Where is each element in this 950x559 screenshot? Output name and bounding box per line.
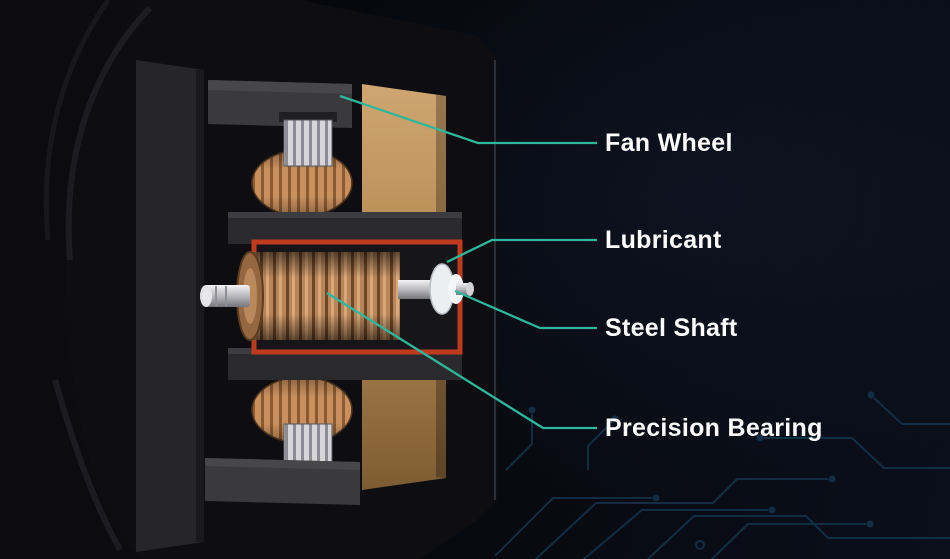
label-fan-wheel: Fan Wheel [605,129,733,157]
frame-cut-faces [136,60,352,552]
label-lubricant: Lubricant [605,226,722,254]
fan-body [0,0,497,559]
fan-blades [0,0,153,559]
leader-line-lubricant [446,238,597,264]
steel-shaft-left [200,285,250,307]
leader-line-fan-wheel [339,94,597,145]
steel-shaft-right [398,263,474,315]
leader-line-steel-shaft [454,289,597,330]
label-steel-shaft: Steel Shaft [605,314,738,342]
label-precision-bearing: Precision Bearing [605,414,823,442]
stator-coil-top [251,112,353,217]
leader-line-precision-bearing [326,292,597,430]
rotor-core [236,251,400,341]
leader-lines [326,94,597,430]
circuit-pattern [494,391,950,559]
